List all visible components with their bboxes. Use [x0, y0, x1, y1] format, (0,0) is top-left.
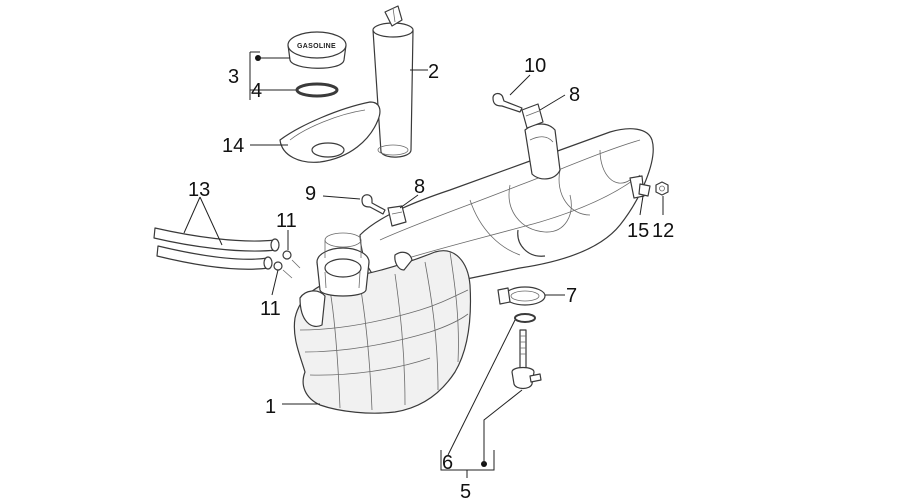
fuel-tap	[511, 329, 542, 390]
callout-11-upper: 11	[276, 210, 297, 232]
cap-o-ring	[295, 82, 339, 98]
rubber-tray	[279, 101, 381, 163]
callout-7: 7	[566, 285, 577, 307]
callout-6: 6	[442, 452, 453, 474]
callout-10: 10	[524, 55, 546, 77]
callout-2: 2	[428, 61, 439, 83]
filler-neck	[316, 232, 370, 297]
tap-o-ring	[514, 313, 536, 323]
callout-8-upper: 8	[569, 84, 580, 106]
bolts	[361, 92, 523, 215]
callout-4: 4	[251, 80, 262, 102]
leader-lines	[183, 51, 664, 478]
filler-tube	[372, 5, 414, 158]
callout-numbers: 1 2 3 4 5 6 7 8 8 9 10 11 11 12 13 14 15	[188, 55, 674, 502]
callout-5: 5	[460, 481, 471, 502]
callout-13: 13	[188, 179, 210, 201]
nut-and-washer	[638, 181, 669, 197]
cap-label: GASOLINE	[297, 43, 336, 50]
callout-15: 15	[627, 220, 649, 242]
fuel-cap: GASOLINE	[287, 31, 347, 69]
callout-14: 14	[222, 135, 244, 157]
callout-1: 1	[265, 396, 276, 418]
hose-clamp	[497, 286, 546, 306]
small-clamps	[273, 250, 301, 279]
callout-12: 12	[652, 220, 674, 242]
callout-9: 9	[305, 183, 316, 205]
callout-11-lower: 11	[260, 298, 281, 320]
hoses	[153, 227, 280, 270]
callout-8-lower: 8	[414, 176, 425, 198]
clip-nuts	[387, 103, 544, 227]
callout-3: 3	[228, 66, 239, 88]
